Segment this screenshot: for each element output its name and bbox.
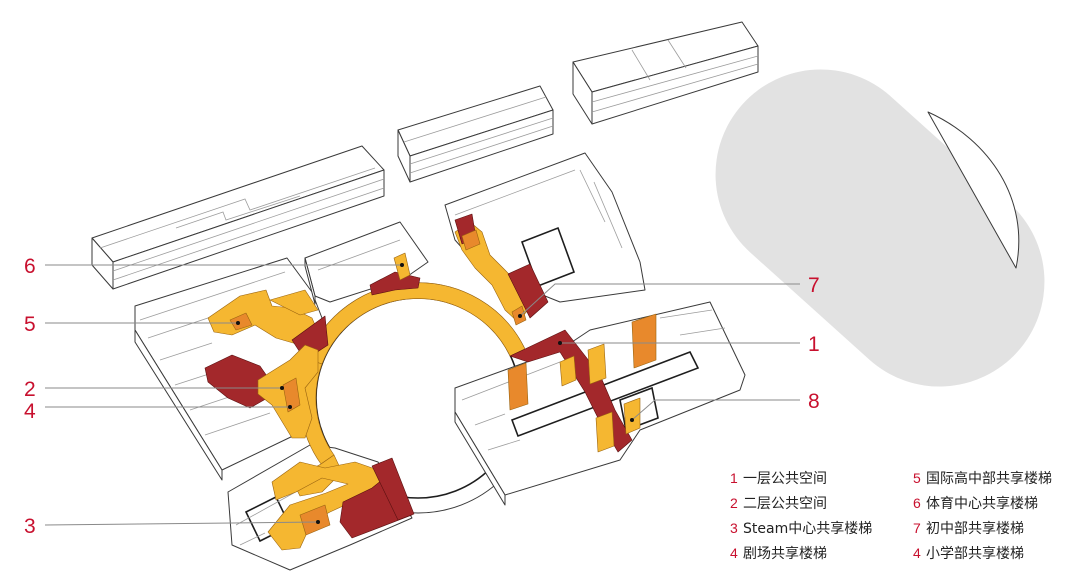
east-wing-volume <box>631 313 657 369</box>
grandstand <box>927 111 1020 269</box>
terrace-line <box>487 439 521 451</box>
legend-label: 体育中心共享楼梯 <box>926 495 1038 512</box>
legend-item: 4 剧场共享楼梯 <box>730 545 827 562</box>
north-block-east <box>572 21 759 125</box>
stair-7-core <box>461 229 481 251</box>
callout-number: 2 <box>24 378 36 401</box>
north-link-facade <box>304 257 316 305</box>
leader-dot <box>630 418 634 422</box>
callout-number: 7 <box>808 274 820 297</box>
legend-label: 国际高中部共享楼梯 <box>926 470 1052 487</box>
callout-leaders <box>44 263 800 526</box>
terrace-line <box>239 532 266 546</box>
facade-stripe <box>409 125 554 174</box>
callout-number: 8 <box>808 390 820 413</box>
running-track-area <box>715 69 1045 387</box>
legend-item: 4 小学部共享楼梯 <box>913 545 1024 562</box>
legend-number: 2 <box>730 495 738 511</box>
callout-labels: 6 5 2 4 3 7 1 8 <box>24 255 820 538</box>
callout-number: 1 <box>808 333 820 356</box>
stair-4-core <box>282 377 301 413</box>
roof-joint <box>631 49 651 81</box>
leader-line <box>631 399 800 421</box>
facade-stripe <box>591 63 759 113</box>
legend-number: 4 <box>730 545 738 561</box>
sports-field <box>715 69 1045 387</box>
legend-number: 6 <box>913 495 921 511</box>
leader-dot <box>280 386 284 390</box>
leader-dot <box>288 405 292 409</box>
roof-step <box>403 96 547 143</box>
legend-number: 1 <box>730 470 738 486</box>
stair-8-highlight <box>595 411 615 453</box>
terrace-line <box>159 342 213 361</box>
side-face <box>397 129 411 183</box>
terrace-line <box>659 309 713 319</box>
stair-3-core <box>299 504 331 536</box>
legend-item: 6 体育中心共享楼梯 <box>913 495 1038 512</box>
callout-number: 6 <box>24 255 36 278</box>
leader-dot <box>316 520 320 524</box>
west-wing-facade <box>134 329 223 481</box>
terrace-line <box>474 413 506 426</box>
legend-item: 7 初中部共享楼梯 <box>913 520 1024 537</box>
legend-number: 7 <box>913 520 921 536</box>
side-face <box>572 61 593 125</box>
terrace-line <box>454 169 576 216</box>
roof-step <box>175 195 301 229</box>
stair-6-landing <box>369 271 421 296</box>
callout-number: 5 <box>24 313 36 336</box>
legend-label: 小学部共享楼梯 <box>926 545 1024 562</box>
legend-item: 2 二层公共空间 <box>730 495 827 512</box>
leader-dot <box>400 263 404 267</box>
public-space-highlights <box>204 213 657 551</box>
leader-dot <box>558 341 562 345</box>
legend-number: 5 <box>913 470 921 486</box>
legend-number: 4 <box>913 545 921 561</box>
legend-label: Steam中心共享楼梯 <box>743 520 872 537</box>
legend-item: 3 Steam中心共享楼梯 <box>730 520 872 537</box>
facade-stripe <box>591 55 759 103</box>
terrace-line <box>593 181 623 249</box>
facade-stripe <box>409 117 554 165</box>
leader-dot <box>236 321 240 325</box>
facade-stripe <box>112 178 385 272</box>
leader-dot <box>518 314 522 318</box>
legend-item: 5 国际高中部共享楼梯 <box>913 470 1052 487</box>
terrace-line <box>579 169 606 223</box>
leader-line <box>44 521 319 526</box>
leader-line <box>519 283 800 317</box>
legend-item: 1 一层公共空间 <box>730 470 827 487</box>
legend-label: 一层公共空间 <box>743 471 827 487</box>
stair-8-highlight <box>623 397 641 435</box>
terrace-line <box>204 412 271 436</box>
steam-center-volume <box>371 457 415 521</box>
stair-5-core <box>229 312 253 331</box>
legend: 1 一层公共空间 2 二层公共空间 3 Steam中心共享楼梯 4 剧场共享楼梯… <box>730 470 1052 562</box>
callout-number: 4 <box>24 400 36 423</box>
stair-5-arm <box>269 289 319 316</box>
callout-number: 3 <box>24 515 36 538</box>
stair-highlight <box>587 343 607 385</box>
stair-highlight <box>559 355 577 387</box>
roof-step <box>99 167 376 249</box>
legend-number: 3 <box>730 520 738 536</box>
roof-joint <box>667 39 687 69</box>
east-wing-volume <box>507 362 529 411</box>
east-wing-facade <box>454 411 506 506</box>
legend-label: 二层公共空间 <box>743 496 827 512</box>
terrace-line <box>679 327 726 336</box>
legend-label: 初中部共享楼梯 <box>926 520 1024 537</box>
side-face <box>91 237 114 290</box>
legend-label: 剧场共享楼梯 <box>743 545 827 562</box>
north-block-middle <box>397 85 554 183</box>
terrace-line <box>139 271 286 321</box>
stair-7-landing <box>507 263 549 319</box>
